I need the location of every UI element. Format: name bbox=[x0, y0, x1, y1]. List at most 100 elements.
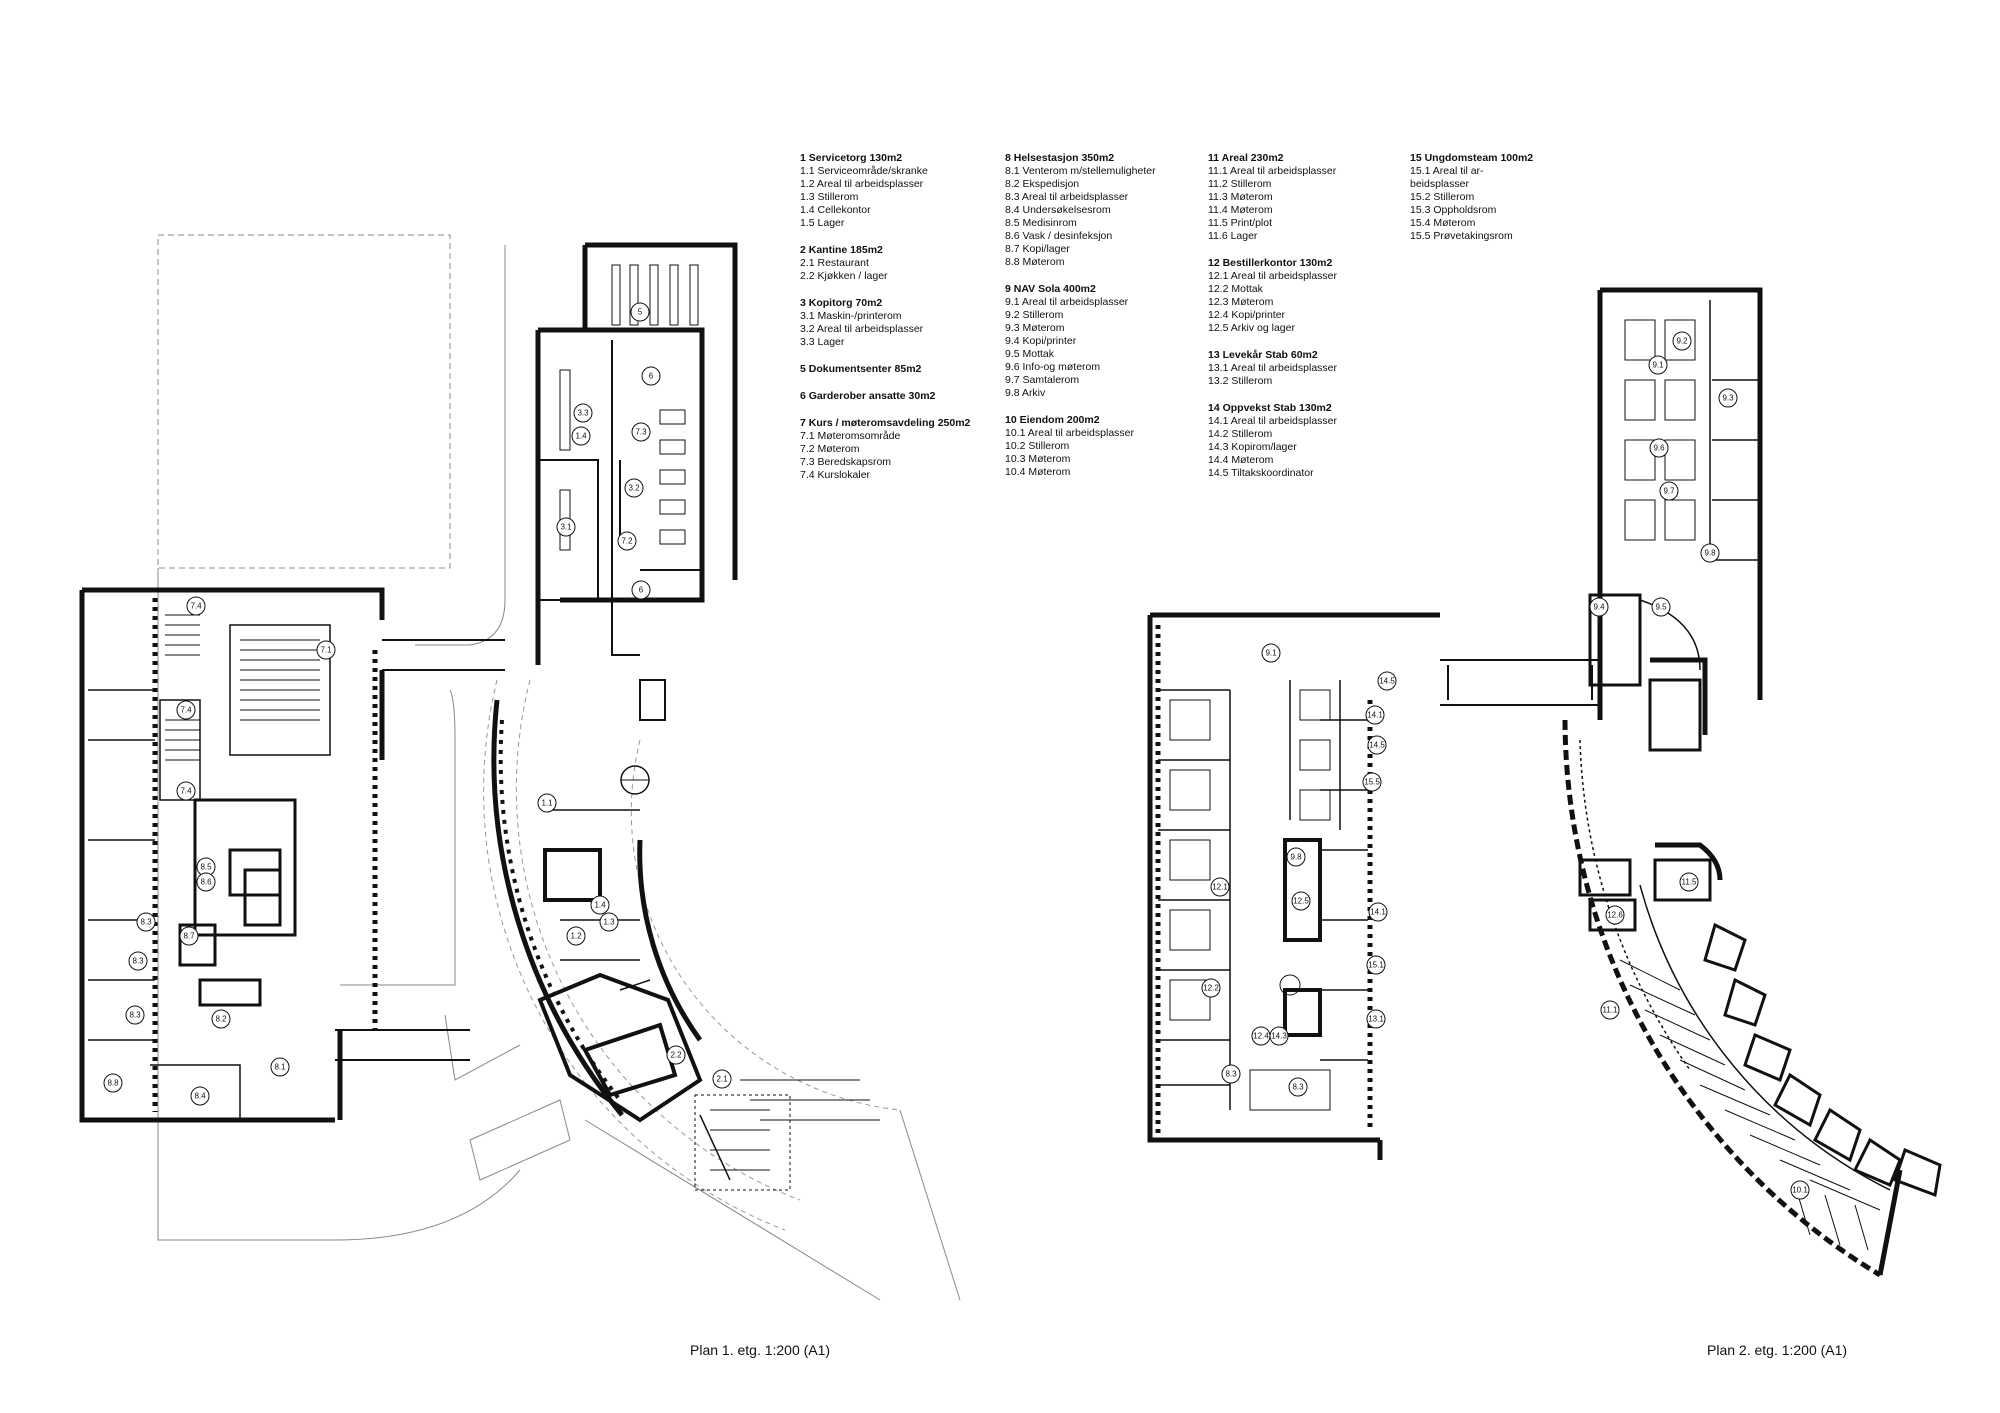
room-label-circle bbox=[1679, 872, 1699, 892]
room-label: 2.2 bbox=[670, 1051, 682, 1060]
room-label: 11.5 bbox=[1682, 878, 1698, 887]
room-label-circle bbox=[537, 793, 557, 813]
room-label: 12.6 bbox=[1607, 911, 1623, 920]
legend-item: 7.3 Beredskapsrom bbox=[800, 456, 892, 468]
room-label-circle bbox=[1368, 902, 1388, 922]
legend-item: 15.2 Stillerom bbox=[1410, 191, 1475, 203]
room-label: 8.5 bbox=[200, 863, 212, 872]
east-block-windows bbox=[1597, 300, 1763, 700]
legend-item: 11.2 Stillerom bbox=[1208, 178, 1272, 190]
room-label: 1.3 bbox=[603, 918, 615, 927]
legend-item: 2.1 Restaurant bbox=[800, 257, 869, 269]
room-label-circle bbox=[1269, 1026, 1289, 1046]
legend-item: 12.1 Areal til arbeidsplasser bbox=[1208, 270, 1337, 282]
north-wing-inner bbox=[540, 340, 700, 721]
legend-item: 7.2 Møterom bbox=[800, 443, 860, 455]
legend-item: 12.4 Kopi/printer bbox=[1208, 309, 1286, 321]
room-label-circle bbox=[1600, 1000, 1620, 1020]
legend-item: 9.2 Stillerom bbox=[1005, 309, 1064, 321]
room-label: 6 bbox=[639, 586, 644, 595]
west-block-windows bbox=[1155, 625, 1373, 1135]
room-label: 12.1 bbox=[1212, 883, 1228, 892]
legend-item: 14.1 Areal til arbeidsplasser bbox=[1208, 415, 1337, 427]
room-label-circle bbox=[624, 478, 644, 498]
room-label: 2.1 bbox=[716, 1075, 728, 1084]
legend-group-title: 7 Kurs / møteromsavdeling 250m2 bbox=[800, 417, 971, 429]
west-wing-windows bbox=[152, 598, 378, 1112]
legend-item: 11.5 Print/plot bbox=[1208, 217, 1273, 229]
west-block-inner bbox=[1283, 838, 1322, 1037]
circulation-arcs bbox=[483, 679, 901, 1231]
plan-2-floor bbox=[1147, 287, 1942, 1278]
link-corridor bbox=[335, 639, 505, 1061]
room-label-circle bbox=[103, 1073, 123, 1093]
legend-item: 1.5 Lager bbox=[800, 217, 845, 229]
room-label-circle bbox=[128, 951, 148, 971]
room-label: 3.1 bbox=[560, 523, 572, 532]
legend-item: 9.4 Kopi/printer bbox=[1005, 335, 1077, 347]
legend-item: 11.1 Areal til arbeidsplasser bbox=[1208, 165, 1337, 177]
west-wing bbox=[79, 587, 385, 1123]
legend-item: 9.5 Mottak bbox=[1005, 348, 1055, 360]
room-label: 8.3 bbox=[140, 918, 152, 927]
room-label-circle bbox=[1291, 891, 1311, 911]
room-label-circle bbox=[573, 403, 593, 423]
room-label: 12.2 bbox=[1203, 984, 1219, 993]
plan-1-caption: Plan 1. etg. 1:200 (A1) bbox=[690, 1342, 831, 1358]
west-block-partitions bbox=[1158, 680, 1368, 1110]
room-label: 13.1 bbox=[1368, 1015, 1384, 1024]
legend-group-title: 15 Ungdomsteam 100m2 bbox=[1410, 152, 1534, 164]
room-label-circle bbox=[1651, 597, 1671, 617]
legend-item: 15.5 Prøvetakingsrom bbox=[1410, 230, 1513, 242]
room-label-circle bbox=[1286, 847, 1306, 867]
room-label-circle bbox=[196, 872, 216, 892]
room-label-circle bbox=[590, 895, 610, 915]
room-label: 9.1 bbox=[1265, 649, 1277, 658]
room-label-circle bbox=[571, 426, 591, 446]
legend-group-title: 13 Levekår Stab 60m2 bbox=[1208, 349, 1318, 361]
room-label-circle bbox=[1672, 331, 1692, 351]
legend-group-title: 12 Bestillerkontor 130m2 bbox=[1208, 257, 1333, 269]
room-label: 14.5 bbox=[1379, 677, 1395, 686]
room-label-circle bbox=[125, 1005, 145, 1025]
room-label: 7.4 bbox=[180, 706, 192, 715]
east-block-inner bbox=[1588, 300, 1758, 752]
room-label: 6 bbox=[649, 372, 654, 381]
legend-item: 7.1 Møteromsområde bbox=[800, 430, 901, 442]
room-label-circle bbox=[136, 912, 156, 932]
room-label: 8.6 bbox=[200, 878, 212, 887]
room-label-circle bbox=[1201, 978, 1221, 998]
room-label: 5 bbox=[638, 308, 643, 317]
curved-wing-2-outer bbox=[1655, 842, 1903, 1276]
legend-group-title: 3 Kopitorg 70m2 bbox=[800, 297, 883, 309]
curved-wing-2 bbox=[1562, 719, 1882, 1278]
legend-item: 11.4 Møterom bbox=[1208, 204, 1273, 216]
room-label-circle bbox=[1365, 705, 1385, 725]
room-label: 15.1 bbox=[1368, 961, 1384, 970]
room-label: 8.4 bbox=[194, 1092, 206, 1101]
legend-group-title: 9 NAV Sola 400m2 bbox=[1005, 283, 1096, 295]
legend-item: 13.1 Areal til arbeidsplasser bbox=[1208, 362, 1337, 374]
legend-item: 10.4 Møterom bbox=[1005, 466, 1071, 478]
room-label: 8.7 bbox=[183, 932, 195, 941]
plan-2-caption: Plan 2. etg. 1:200 (A1) bbox=[1707, 1342, 1848, 1358]
legend-group-title: 1 Servicetorg 130m2 bbox=[800, 152, 903, 164]
site-lines bbox=[157, 234, 961, 1301]
room-label: 9.7 bbox=[1663, 487, 1675, 496]
legend-item: 9.8 Arkiv bbox=[1005, 387, 1046, 399]
room-label-circle bbox=[1648, 355, 1668, 375]
legend-item: 10.2 Stillerom bbox=[1005, 440, 1070, 452]
room-label-circle bbox=[1377, 671, 1397, 691]
